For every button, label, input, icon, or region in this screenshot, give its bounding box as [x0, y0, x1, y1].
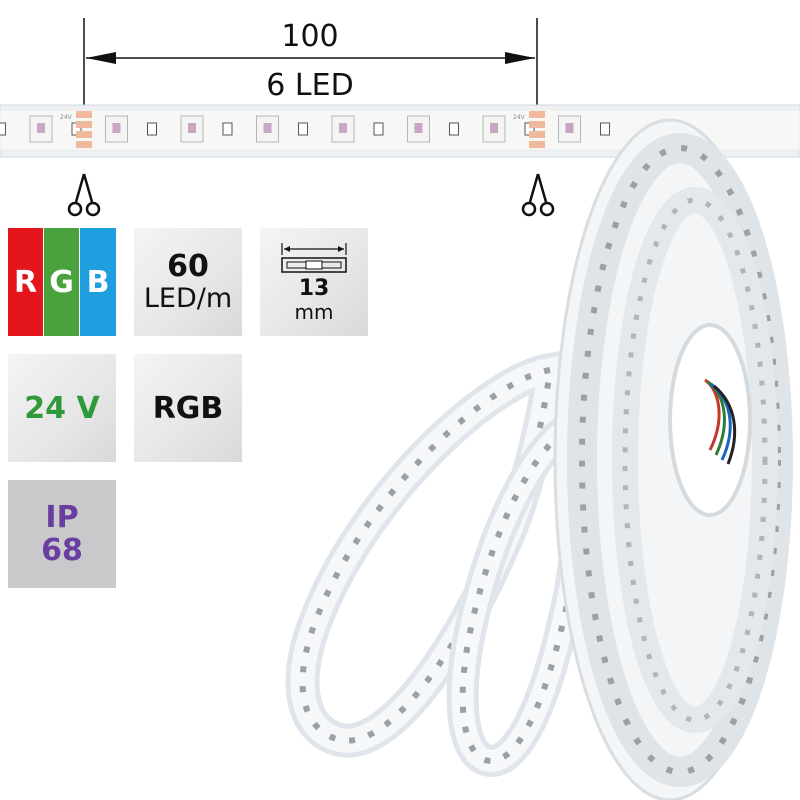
led-die [188, 123, 196, 133]
led-density-badge: 60 LED/m [134, 228, 242, 336]
rgb-cell-blue: B [80, 228, 116, 336]
dimension-length-value: 100 [281, 19, 338, 54]
led-density-value: 60 [167, 248, 209, 284]
scissors-icon [521, 173, 555, 217]
led-die [339, 123, 347, 133]
resistor [0, 122, 6, 136]
rgb-cell-green: G [44, 228, 79, 336]
rgb-cell-red: R [8, 228, 43, 336]
resistor [600, 122, 610, 136]
scissors-icon [67, 173, 101, 217]
reel [553, 118, 793, 800]
strip-led-group [0, 115, 610, 143]
led-die [37, 123, 45, 133]
rgb-letter-b: B [86, 264, 110, 300]
dimension-arrow-left [86, 52, 116, 64]
dimension-arrow-right [505, 52, 535, 64]
color-mode-badge: RGB [134, 354, 242, 462]
width-diagram-icon [281, 242, 347, 273]
led-die [490, 123, 498, 133]
rgb-color-badge: R G B [8, 228, 116, 336]
ip-rating-badge: IP 68 [8, 480, 116, 588]
cut-pads-left [76, 111, 92, 148]
led-die [414, 123, 423, 133]
pcb-marking-left: 24V [60, 114, 73, 121]
strip-width-badge: 13 mm [260, 228, 368, 336]
dimension-led-count: 6 LED [266, 68, 353, 103]
strip-width-value: 13 [298, 275, 330, 301]
led-die [112, 123, 121, 133]
cut-pads-right [529, 111, 545, 148]
color-mode-value: RGB [152, 390, 224, 426]
ip-label: IP [45, 500, 79, 535]
voltage-value: 24 V [24, 390, 100, 426]
led-strip-reel-illustration [285, 118, 793, 800]
led-die [263, 123, 272, 133]
strip-width-unit: mm [294, 300, 334, 325]
resistor [298, 122, 308, 136]
led-density-unit: LED/m [143, 282, 233, 314]
ip-value: 68 [41, 533, 83, 568]
resistor [222, 122, 233, 136]
dimension-annotation: 100 6 LED [83, 18, 538, 108]
resistor [373, 122, 384, 136]
led-die [565, 123, 574, 133]
voltage-badge: 24 V [8, 354, 116, 462]
rgb-letter-g: G [49, 264, 74, 300]
rgb-letter-r: R [13, 264, 38, 300]
resistor [449, 122, 459, 136]
resistor [147, 122, 157, 136]
pcb-marking-right: 24V [513, 114, 526, 121]
strip-loop-outer [285, 349, 570, 758]
